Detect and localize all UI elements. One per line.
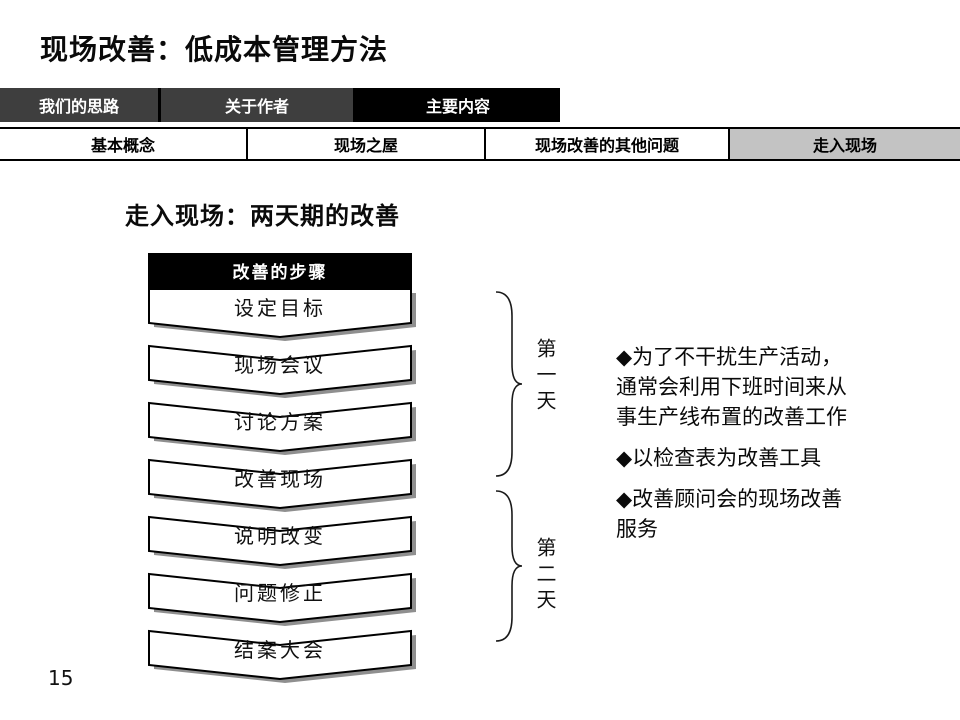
secondary-tab-2[interactable]: 现场之屋 [246, 129, 484, 159]
note-line: 服务 [616, 517, 658, 541]
secondary-nav: 基本概念现场之屋现场改善的其他问题走入现场 [0, 127, 960, 161]
section-title: 走入现场：两天期的改善 [125, 202, 400, 230]
note-line: ◆以检查表为改善工具 [616, 446, 822, 470]
day-label-1: 第一天 [533, 338, 557, 416]
note-line: ◆为了不干扰生产活动， [616, 345, 843, 369]
flow-step-5: 说明改变 [148, 515, 416, 569]
note-line: 事生产线布置的改善工作 [616, 405, 847, 429]
flow-step-label: 说明改变 [234, 524, 326, 548]
secondary-tab-4[interactable]: 走入现场 [728, 129, 960, 159]
flow-step-label: 问题修正 [234, 581, 326, 605]
page-number: 15 [48, 666, 74, 690]
flow-steps: 设定目标现场会议讨论方案改善现场说明改变问题修正结案大会 [148, 288, 416, 683]
flow-step-3: 讨论方案 [148, 401, 416, 455]
flow-step-label: 讨论方案 [234, 410, 326, 434]
flow-step-4: 改善现场 [148, 458, 416, 512]
flow-step-7: 结案大会 [148, 629, 416, 683]
flow-step-6: 问题修正 [148, 572, 416, 626]
primary-nav: 我们的思路关于作者主要内容 [0, 88, 560, 122]
flow-step-2: 现场会议 [148, 344, 416, 398]
page-title: 现场改善：低成本管理方法 [40, 33, 389, 66]
secondary-tab-3[interactable]: 现场改善的其他问题 [484, 129, 728, 159]
flow-header: 改善的步骤 [148, 253, 412, 288]
day2-brace [489, 489, 523, 643]
primary-tab-2[interactable]: 关于作者 [161, 88, 353, 122]
primary-tab-1[interactable]: 我们的思路 [0, 88, 158, 122]
notes-list: ◆为了不干扰生产活动， 通常会利用下班时间来从事生产线布置的改善工作 ◆以检查表为改… [616, 342, 946, 555]
secondary-tab-1[interactable]: 基本概念 [0, 129, 246, 159]
note-3: ◆改善顾问会的现场改善服务 [616, 484, 946, 544]
day1-brace [489, 290, 523, 478]
note-line: ◆改善顾问会的现场改善 [616, 487, 843, 511]
flow-step-1: 设定目标 [148, 288, 416, 341]
note-line: 通常会利用下班时间来从 [616, 375, 847, 399]
flow-step-label: 现场会议 [234, 353, 326, 377]
flow-step-label: 结案大会 [234, 638, 326, 662]
flowchart: 改善的步骤 设定目标现场会议讨论方案改善现场说明改变问题修正结案大会 [148, 253, 416, 687]
primary-tab-3[interactable]: 主要内容 [356, 88, 560, 122]
flow-step-label: 设定目标 [234, 296, 326, 320]
flow-step-label: 改善现场 [234, 467, 326, 491]
note-2: ◆以检查表为改善工具 [616, 443, 946, 473]
note-1: ◆为了不干扰生产活动， 通常会利用下班时间来从事生产线布置的改善工作 [616, 342, 946, 432]
day-label-2: 第二天 [533, 537, 557, 615]
